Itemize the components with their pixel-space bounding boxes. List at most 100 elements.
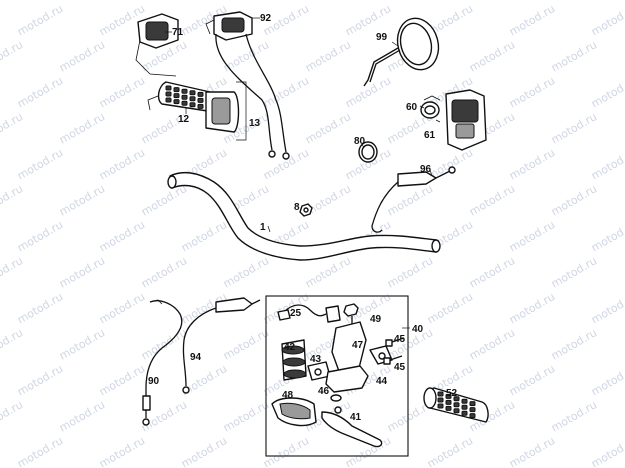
watermark-text: motod.ru <box>97 218 147 254</box>
grip-pad <box>165 91 172 97</box>
nut-part[interactable] <box>299 203 313 217</box>
watermark-text: motod.ru <box>0 0 25 3</box>
watermark-text: motod.ru <box>221 254 271 290</box>
watermark-text: motod.ru <box>15 218 65 254</box>
left-grip-part[interactable] <box>147 81 240 133</box>
right-grip-part[interactable] <box>423 387 489 423</box>
watermark-text: motod.ru <box>221 326 271 362</box>
watermark-text: motod.ru <box>0 182 25 218</box>
watermark-text: motod.ru <box>467 254 517 290</box>
watermark-text: motod.ru <box>507 146 557 182</box>
watermark-text: motod.ru <box>15 146 65 182</box>
brake-lever-part[interactable] <box>321 406 383 448</box>
callout-52: 52 <box>446 388 458 399</box>
watermark-text: motod.ru <box>139 326 189 362</box>
callout-48: 48 <box>282 390 294 401</box>
watermark-text: motod.ru <box>549 326 599 362</box>
callout-92: 92 <box>260 13 272 24</box>
watermark-text: motod.ru <box>303 0 353 3</box>
watermark-text: motod.ru <box>549 110 599 146</box>
callout-94: 94 <box>190 352 202 363</box>
watermark-text: motod.ru <box>179 218 229 254</box>
hand-guard-part[interactable] <box>271 397 317 427</box>
watermark-text: motod.ru <box>57 398 107 434</box>
callout-44: 44 <box>376 376 388 387</box>
screw-upper-part[interactable] <box>385 337 405 347</box>
grip-pad <box>453 396 460 402</box>
watermark-text: motod.ru <box>97 362 147 398</box>
callout-60: 60 <box>406 102 418 113</box>
watermark-text: motod.ru <box>97 290 147 326</box>
watermark-text: motod.ru <box>97 146 147 182</box>
callout-45-lower: 45 <box>394 362 406 373</box>
watermark-text: motod.ru <box>15 74 65 110</box>
handlebar-part[interactable] <box>167 171 441 261</box>
screw-lower-part[interactable] <box>383 355 403 365</box>
grip-pad <box>165 97 172 103</box>
grip-pad <box>197 97 204 103</box>
throttle-cables-part[interactable] <box>205 11 290 160</box>
master-cylinder-part[interactable] <box>281 339 307 381</box>
watermark-text: motod.ru <box>385 254 435 290</box>
watermark-text: motod.ru <box>467 38 517 74</box>
watermark-text: motod.ru <box>589 218 625 254</box>
watermark-text: motod.ru <box>97 434 147 468</box>
watermark-text: motod.ru <box>261 434 311 468</box>
callout-49: 49 <box>370 314 382 325</box>
watermark-text: motod.ru <box>507 74 557 110</box>
watermark-text: motod.ru <box>589 2 625 38</box>
watermark-text: motod.ru <box>57 110 107 146</box>
watermark-text: motod.ru <box>467 182 517 218</box>
throttle-housing-part[interactable] <box>135 13 179 77</box>
watermark-text: motod.ru <box>507 434 557 468</box>
callout-99: 99 <box>376 32 388 43</box>
cable-bracket-part[interactable] <box>236 81 247 141</box>
watermark-text: motod.ru <box>97 74 147 110</box>
callout-45-upper: 45 <box>394 334 406 345</box>
watermark-text: motod.ru <box>507 2 557 38</box>
callout-labels: 71 92 99 12 13 60 61 80 96 8 1 25 49 47 … <box>148 13 458 423</box>
switch-cable-part[interactable] <box>371 166 456 233</box>
mirror-part[interactable] <box>363 14 444 87</box>
callout-13: 13 <box>249 118 261 129</box>
grip-pad <box>461 398 468 404</box>
callout-1: 1 <box>260 222 266 233</box>
grip-pad <box>469 401 476 407</box>
watermark-text: motod.ru <box>15 362 65 398</box>
callout-43: 43 <box>310 354 322 365</box>
clamp-ring-part[interactable] <box>420 95 441 119</box>
watermark-text: motod.ru <box>425 290 475 326</box>
watermark-text: motod.ru <box>221 38 271 74</box>
callout-42: 42 <box>284 342 296 353</box>
callout-40: 40 <box>412 324 424 335</box>
watermark-text: motod.ru <box>303 110 353 146</box>
washer-part[interactable] <box>330 394 342 402</box>
grip-pad <box>461 410 468 416</box>
watermark-text: motod.ru <box>589 146 625 182</box>
watermark-text: motod.ru <box>589 74 625 110</box>
grip-pad <box>197 103 204 109</box>
callout-96: 96 <box>420 164 432 175</box>
watermark-text: motod.ru <box>467 0 517 3</box>
watermark-text: motod.ru <box>589 434 625 468</box>
watermark-text: motod.ru <box>467 326 517 362</box>
brake-cable-part[interactable] <box>182 297 261 394</box>
watermark-text: motod.ru <box>261 74 311 110</box>
watermark-text: motod.ru <box>425 434 475 468</box>
grip-pad <box>453 402 460 408</box>
switch-housing-part[interactable] <box>445 89 487 151</box>
leader-lines <box>165 17 441 329</box>
watermark-text: motod.ru <box>139 254 189 290</box>
grip-pad <box>189 102 196 108</box>
sensor-part[interactable] <box>277 304 341 323</box>
clutch-cable-part[interactable] <box>142 299 183 426</box>
grip-pad <box>445 393 452 399</box>
watermark-text: motod.ru <box>549 38 599 74</box>
watermark-text: motod.ru <box>221 398 271 434</box>
watermark-text: motod.ru <box>549 182 599 218</box>
watermark-text: motod.ru <box>57 0 107 3</box>
grip-pad <box>445 399 452 405</box>
watermark-text: motod.ru <box>15 2 65 38</box>
watermark-text: motod.ru <box>507 362 557 398</box>
